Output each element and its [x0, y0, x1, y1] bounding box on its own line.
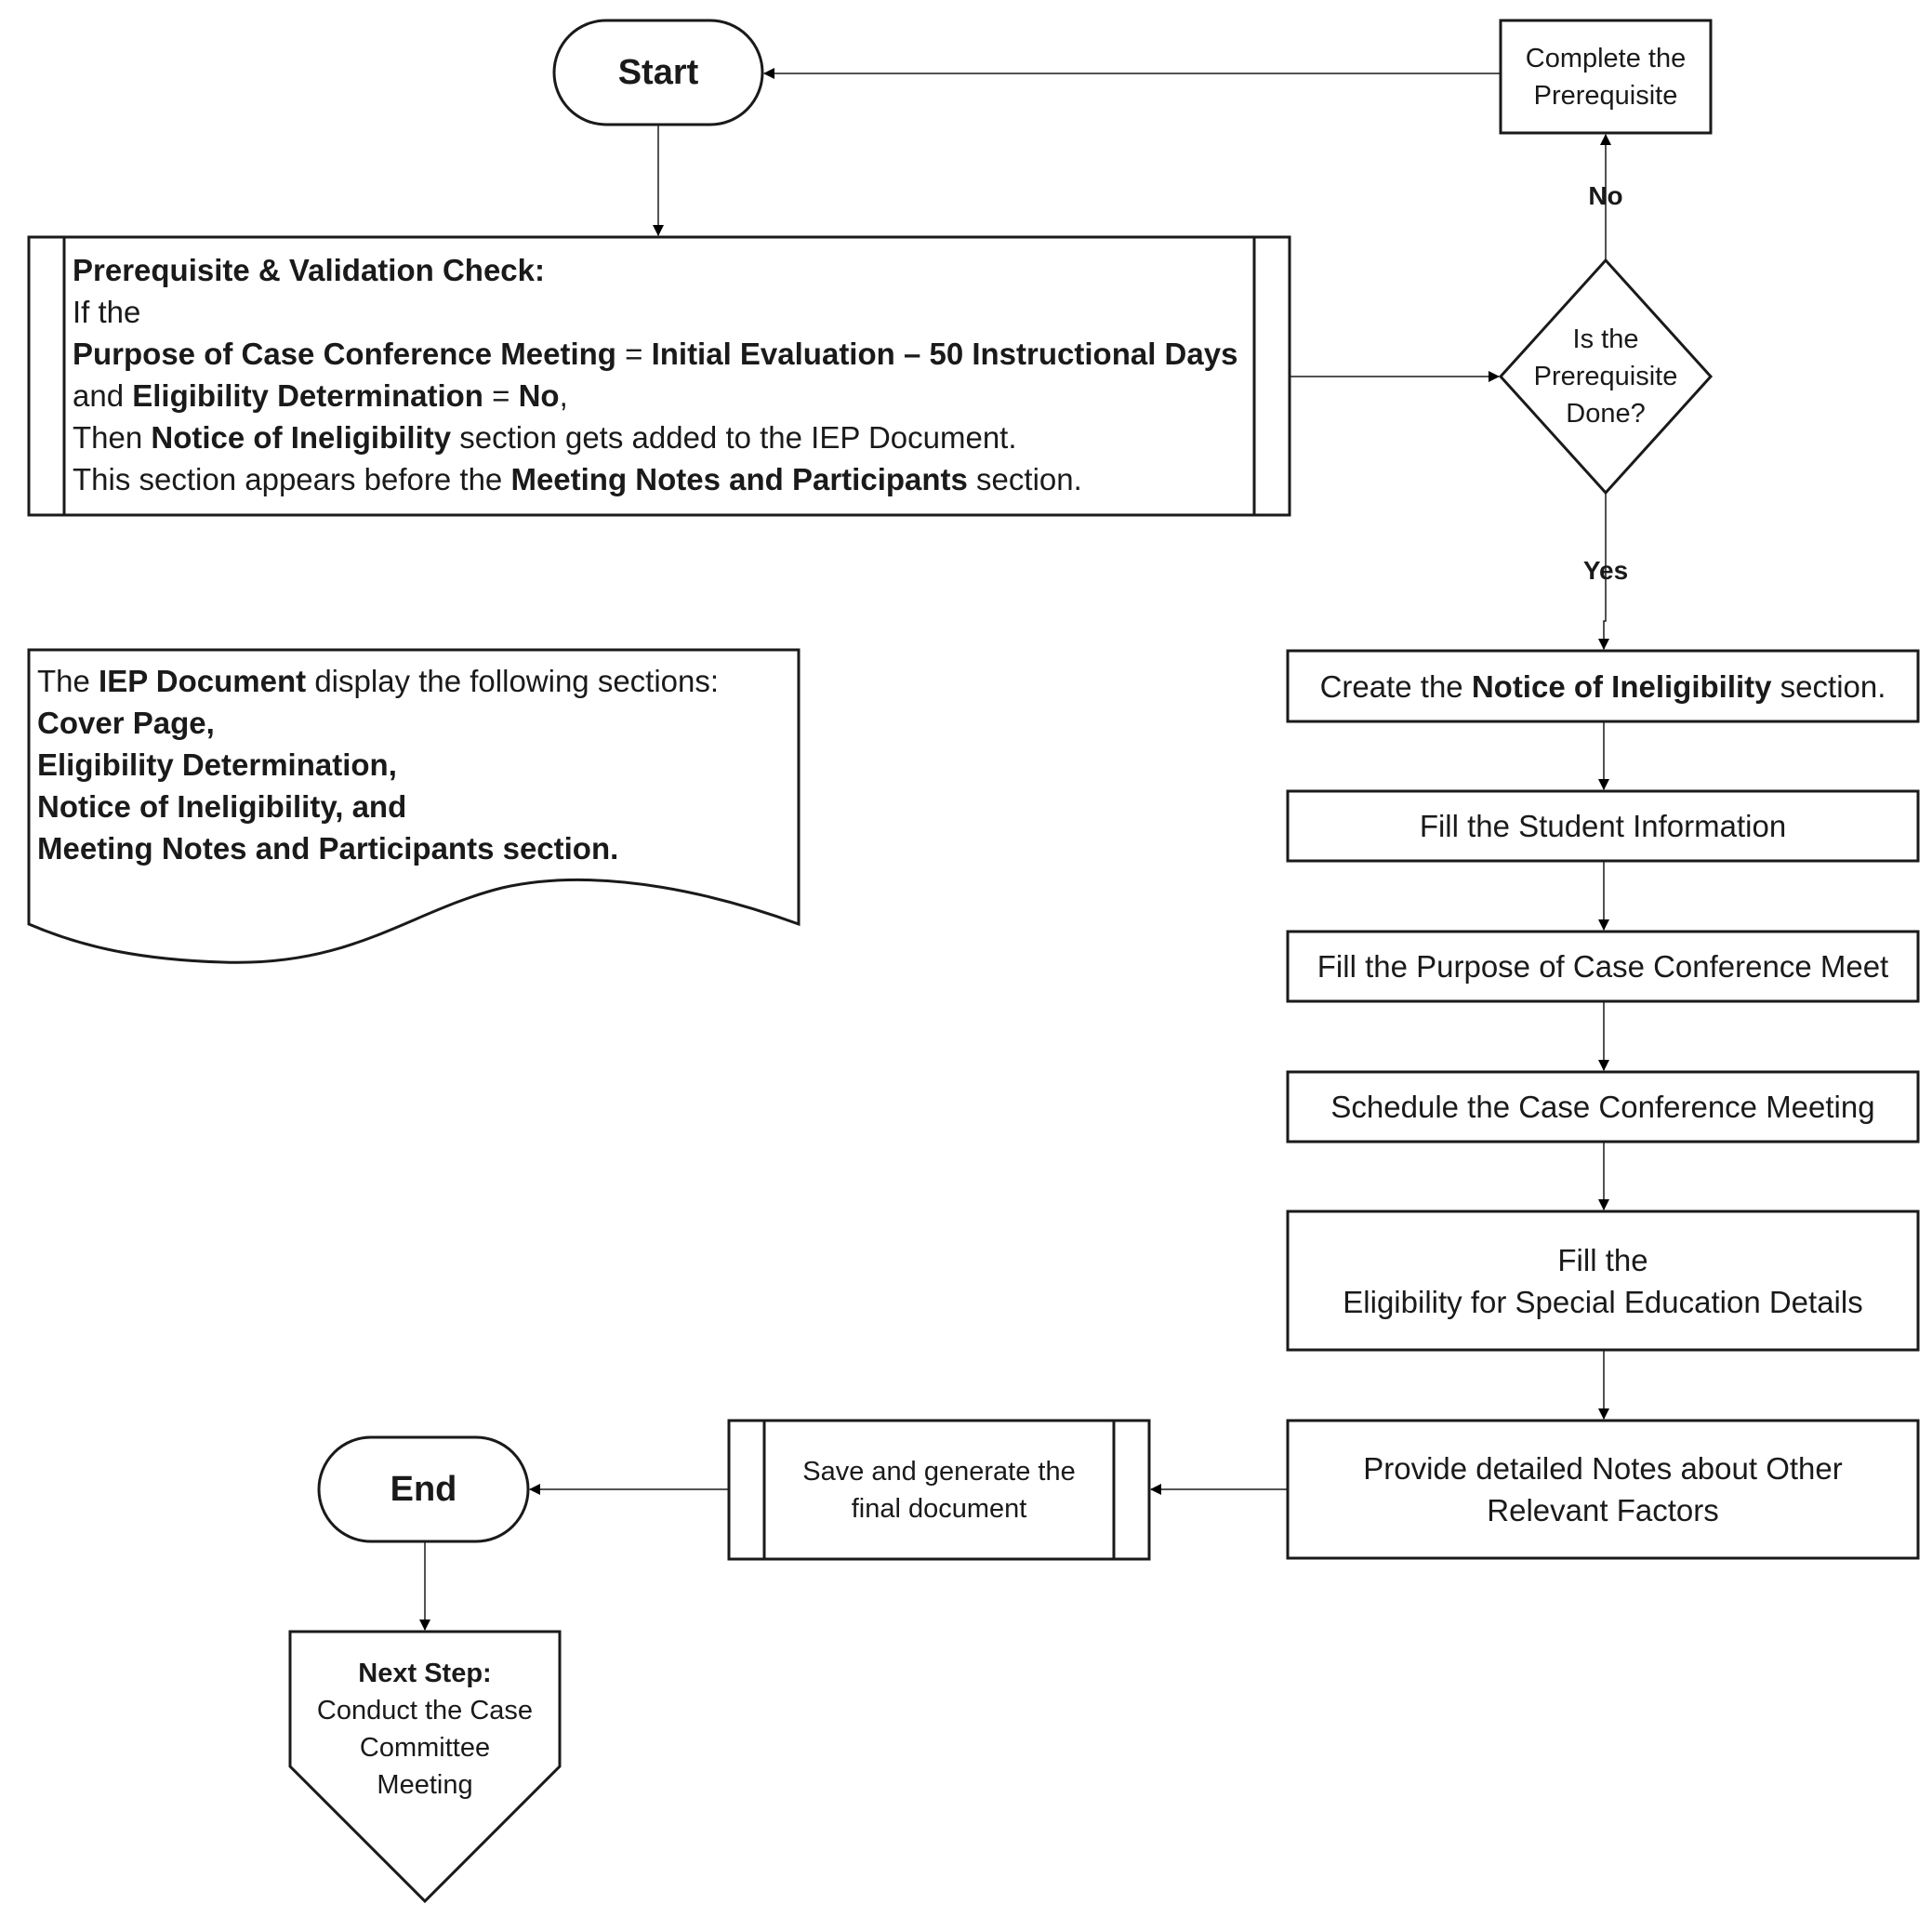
yes-branch-label: Yes: [1582, 556, 1629, 585]
check-if-line: If the: [73, 295, 141, 329]
appears-text: This section appears before the: [73, 462, 511, 496]
equals-sign: =: [615, 337, 652, 371]
decision-line-3: Done?: [1566, 399, 1646, 429]
student-info-step: Fill the Student Information: [1288, 791, 1918, 861]
doc-intro-bold: IEP Document: [99, 664, 307, 698]
appears-rest: section.: [967, 462, 1082, 496]
schedule-label: Schedule the Case Conference Meeting: [1330, 1090, 1875, 1124]
document-note-shape: [27, 648, 801, 964]
doc-item-notice: Notice of Ineligibility, and: [37, 789, 407, 824]
create-bold: Notice of Ineligibility: [1471, 668, 1772, 704]
next-step-line-1: Conduct the Case: [316, 1696, 534, 1725]
save-line-1: Save and generate the: [802, 1456, 1076, 1487]
check-title: Prerequisite & Validation Check:: [73, 253, 545, 287]
validation-check-text: Prerequisite & Validation Check: If the …: [73, 249, 1244, 500]
eligibility-box-shape: [1286, 1210, 1920, 1352]
condition-field: Purpose of Case Conference Meeting: [73, 337, 616, 371]
save-step: Save and generate the final document: [764, 1421, 1114, 1559]
meeting-section: Meeting Notes and Participants: [510, 462, 968, 496]
doc-intro-prefix: The: [37, 664, 99, 698]
eligibility-line-2: Eligibility for Special Education Detail…: [1343, 1284, 1863, 1319]
eligibility-value: No: [518, 378, 560, 413]
purpose-step: Fill the Purpose of Case Conference Meet: [1288, 932, 1918, 1001]
student-info-label: Fill the Student Information: [1419, 809, 1787, 843]
create-prefix: Create the: [1319, 668, 1472, 704]
start-label: Start: [617, 52, 699, 92]
prerequisite-line-2: Prerequisite: [1533, 80, 1678, 111]
end-terminal: End: [319, 1437, 528, 1541]
condition-value: Initial Evaluation – 50 Instructional Da…: [651, 337, 1238, 371]
purpose-box-shape: [1286, 930, 1920, 1003]
end-terminal-shape: [317, 1435, 530, 1543]
equals-sign-2: =: [483, 378, 519, 413]
save-line-2: final document: [851, 1493, 1027, 1524]
document-note-text: The IEP Document display the following s…: [37, 660, 800, 869]
doc-item-cover-page: Cover Page,: [37, 706, 215, 740]
arrow-decision-yes: [1598, 493, 1609, 650]
decision-diamond: Is the Prerequisite Done?: [1501, 321, 1711, 432]
next-step-connector: Next Step: Conduct the Case Committee Me…: [290, 1655, 560, 1804]
comma: ,: [559, 378, 568, 413]
create-notice-step: Create the Notice of Ineligibility secti…: [1288, 651, 1918, 721]
create-suffix: section.: [1771, 668, 1886, 704]
end-label: End: [390, 1469, 457, 1509]
eligibility-field: Eligibility Determination: [132, 378, 483, 413]
next-step-line-2: Committee: [359, 1733, 491, 1763]
decision-line-1: Is the: [1572, 324, 1639, 354]
doc-item-meeting-notes: Meeting Notes and Participants section.: [37, 831, 619, 866]
schedule-step: Schedule the Case Conference Meeting: [1288, 1072, 1918, 1142]
and-text: and: [73, 378, 133, 413]
next-step-connector-shape: [288, 1630, 562, 1904]
student-info-box-shape: [1286, 789, 1920, 863]
doc-intro-suffix: display the following sections:: [306, 664, 720, 698]
decision-line-2: Prerequisite: [1533, 362, 1678, 391]
eligibility-line-1: Fill the: [1557, 1242, 1648, 1277]
eligibility-step: Fill the Eligibility for Special Educati…: [1288, 1211, 1918, 1350]
notice-section: Notice of Ineligibility: [151, 420, 452, 455]
schedule-box-shape: [1286, 1070, 1920, 1144]
notes-line-1: Provide detailed Notes about Other: [1363, 1451, 1843, 1486]
notes-step: Provide detailed Notes about Other Relev…: [1288, 1421, 1918, 1558]
complete-prerequisite-box-shape: [1499, 19, 1713, 135]
then-rest: section gets added to the IEP Document.: [451, 420, 1017, 455]
notes-line-2: Relevant Factors: [1487, 1493, 1719, 1527]
start-terminal: Start: [554, 20, 762, 125]
complete-prerequisite-box: Complete the Prerequisite: [1501, 20, 1711, 133]
create-notice-box-shape: [1286, 649, 1920, 723]
no-branch-label: No: [1588, 181, 1623, 210]
next-step-line-3: Meeting: [377, 1770, 473, 1800]
then-text: Then: [73, 420, 152, 455]
doc-item-eligibility: Eligibility Determination,: [37, 747, 397, 782]
next-step-title: Next Step:: [358, 1659, 492, 1688]
prerequisite-line-1: Complete the: [1525, 43, 1687, 73]
purpose-label: Fill the Purpose of Case Conference Meet: [1317, 949, 1889, 984]
